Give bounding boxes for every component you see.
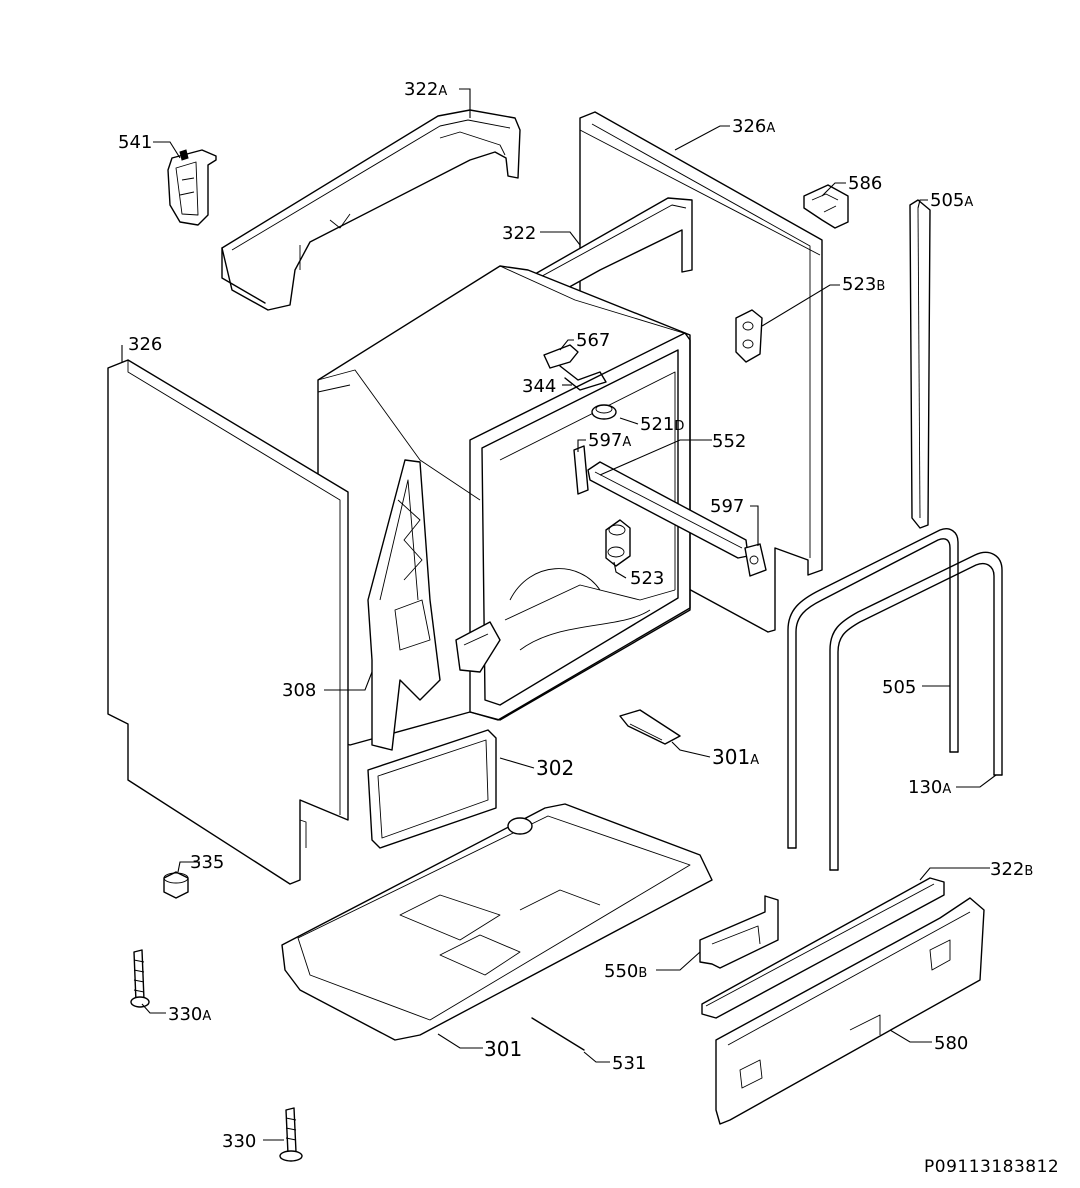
part-523b-ring-drawing bbox=[735, 309, 763, 363]
part-330-screw-drawing bbox=[279, 1107, 303, 1162]
part-541-clip-drawing bbox=[167, 149, 217, 226]
callout-326a: 326A bbox=[732, 116, 775, 137]
callout-335: 335 bbox=[190, 852, 224, 873]
callout-330a: 330A bbox=[168, 1004, 211, 1025]
part-523-nozzle-drawing bbox=[605, 519, 631, 567]
part-597a-clip-drawing bbox=[573, 445, 589, 495]
callout-326: 326 bbox=[128, 334, 162, 355]
callout-labels: 322A 541 326A 586 505A 322 523B 326 567 … bbox=[118, 79, 1033, 1152]
callout-550b: 550B bbox=[604, 961, 647, 982]
callout-541: 541 bbox=[118, 132, 152, 153]
callout-344: 344 bbox=[522, 376, 556, 397]
part-521d-plug-drawing bbox=[591, 404, 617, 420]
callout-301a: 301A bbox=[712, 745, 759, 769]
part-531-pin-drawing bbox=[531, 1017, 585, 1051]
callout-523: 523 bbox=[630, 568, 664, 589]
part-308-hinge-drawing bbox=[367, 459, 501, 751]
callout-523b: 523B bbox=[842, 274, 885, 295]
part-326-side-panel-drawing bbox=[107, 359, 349, 885]
callout-505: 505 bbox=[882, 677, 916, 698]
callout-531: 531 bbox=[612, 1053, 646, 1074]
callout-597: 597 bbox=[710, 496, 744, 517]
callout-130a: 130A bbox=[908, 777, 951, 798]
callout-552: 552 bbox=[712, 431, 746, 452]
drawing-reference-code: P09113183812 bbox=[924, 1157, 1059, 1177]
callout-597a: 597A bbox=[588, 430, 631, 451]
part-550b-bracket-drawing bbox=[699, 895, 779, 969]
callout-567: 567 bbox=[576, 330, 610, 351]
callout-322a: 322A bbox=[404, 79, 447, 100]
part-301-base-frame-drawing bbox=[281, 803, 713, 1041]
callout-330: 330 bbox=[222, 1131, 256, 1152]
callout-308: 308 bbox=[282, 680, 316, 701]
callout-301: 301 bbox=[484, 1037, 522, 1061]
callout-322b: 322B bbox=[990, 859, 1033, 880]
part-301a-drawing bbox=[619, 709, 681, 745]
callout-505a: 505A bbox=[930, 190, 973, 211]
part-322a-rail-drawing bbox=[221, 109, 521, 311]
callout-322: 322 bbox=[502, 223, 536, 244]
tub-opening-frame-drawing bbox=[469, 332, 691, 721]
part-505-gasket-drawing bbox=[787, 528, 959, 849]
callout-521d: 521D bbox=[640, 414, 684, 435]
callout-302: 302 bbox=[536, 756, 574, 780]
leader-lines bbox=[121, 88, 997, 1141]
callout-586: 586 bbox=[848, 173, 882, 194]
callout-580: 580 bbox=[934, 1033, 968, 1054]
part-330a-screw-drawing bbox=[130, 949, 150, 1008]
part-580-plate-drawing bbox=[715, 897, 985, 1125]
part-505a-gasket-strip-drawing bbox=[909, 199, 931, 529]
part-335-foot-drawing bbox=[163, 871, 189, 899]
part-302-bracket-drawing bbox=[367, 729, 497, 849]
part-130a-gasket-drawing bbox=[829, 551, 1003, 871]
part-567-bracket-drawing bbox=[543, 344, 607, 391]
part-597-clip-drawing bbox=[744, 543, 767, 577]
part-322b-rail-drawing bbox=[701, 877, 945, 1019]
